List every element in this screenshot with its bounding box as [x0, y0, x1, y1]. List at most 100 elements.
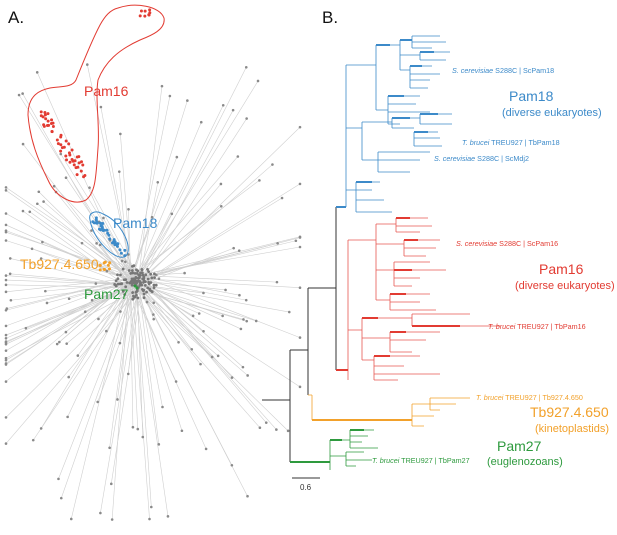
network-node — [152, 313, 155, 316]
network-edge — [5, 230, 140, 281]
network-node — [230, 376, 234, 379]
network-node — [142, 292, 146, 296]
network-node — [4, 308, 8, 312]
pam18-node — [110, 241, 114, 245]
leaf-tb-pam27: T. brucei TREU927 | TbPam27 — [372, 456, 470, 465]
network-edge — [70, 275, 130, 520]
network-edge — [5, 224, 131, 281]
network-node — [4, 283, 8, 287]
network-edge — [5, 187, 137, 277]
network-edge — [129, 276, 139, 430]
network-edge — [132, 285, 150, 520]
pam16-node — [43, 113, 47, 117]
network-edge — [100, 288, 139, 514]
network-edges — [5, 64, 301, 520]
network-node — [142, 296, 146, 300]
network-node — [149, 272, 153, 276]
network-node — [175, 155, 179, 159]
network-edge — [131, 285, 207, 450]
pam16-node — [67, 142, 71, 146]
network-node — [58, 340, 61, 344]
pam18-node — [95, 220, 99, 224]
network-node — [94, 282, 98, 285]
network-node — [152, 286, 156, 290]
network-node — [204, 447, 208, 451]
network-node — [4, 442, 8, 445]
network-node — [102, 216, 105, 220]
network-node — [148, 287, 152, 291]
tb927-node — [103, 267, 107, 271]
network-node — [90, 229, 93, 232]
network-edge — [109, 284, 132, 448]
network-node — [275, 280, 279, 284]
network-edge — [38, 191, 136, 288]
pam16-node — [73, 159, 77, 163]
network-node — [238, 293, 241, 297]
network-node — [110, 518, 114, 521]
scale-bar-label: 0.6 — [300, 483, 312, 492]
pam16-node — [59, 149, 63, 153]
network-edge — [135, 276, 192, 350]
network-node — [191, 314, 195, 318]
pam16-node — [56, 142, 60, 146]
network-edge — [138, 110, 234, 284]
pam16-node — [50, 130, 54, 134]
network-edge — [5, 275, 136, 351]
tree-backbone — [262, 207, 337, 462]
pam16-node — [74, 166, 78, 170]
pam16-node — [55, 138, 59, 142]
network-node — [9, 298, 13, 302]
network-node — [21, 92, 24, 95]
network-node — [239, 327, 243, 331]
leaf-tb-4650: T. brucei TREU927 | Tb927.4.650 — [476, 393, 583, 402]
network-node — [118, 341, 122, 345]
pam16-node — [50, 118, 54, 122]
network-node — [130, 269, 134, 272]
pam16-node — [143, 14, 147, 18]
pam18-node — [105, 228, 109, 232]
network-edge — [132, 278, 242, 330]
network-node — [134, 293, 138, 297]
network-node — [85, 63, 89, 66]
tb927-node — [106, 263, 110, 267]
pam16-node — [148, 8, 152, 12]
network-node — [244, 298, 248, 302]
pam16-node — [139, 9, 143, 13]
network-node — [145, 290, 148, 294]
pam16-node — [75, 173, 79, 177]
network-edge — [140, 272, 185, 277]
network-node — [258, 179, 261, 182]
network-edge — [132, 156, 239, 278]
network-node — [131, 264, 134, 268]
network-nodes — [4, 8, 302, 521]
panel-a-label: A. — [8, 8, 24, 27]
network-node — [4, 290, 8, 294]
network-node — [298, 385, 302, 389]
network-edge — [134, 277, 248, 376]
network-node — [160, 84, 164, 88]
network-node — [137, 279, 141, 283]
network-node — [108, 446, 111, 450]
pam18-node — [99, 224, 103, 228]
network-node — [120, 259, 124, 263]
network-node — [142, 275, 146, 279]
network-node — [152, 301, 156, 305]
network-node — [116, 282, 120, 286]
network-node — [4, 324, 8, 328]
network-node — [219, 205, 223, 208]
tb927-node — [107, 267, 111, 271]
network-node — [210, 355, 214, 359]
network-node — [298, 182, 302, 186]
network-node — [275, 428, 278, 431]
network-node — [31, 438, 35, 442]
network-edge — [6, 276, 135, 309]
network-node — [298, 235, 302, 239]
network-node — [67, 297, 71, 301]
network-node — [130, 283, 134, 287]
network-node — [276, 242, 279, 245]
pam18-node — [108, 237, 112, 241]
network-edge — [133, 288, 244, 320]
network-node — [294, 239, 298, 243]
network-node — [219, 182, 223, 186]
network-node — [65, 342, 68, 345]
